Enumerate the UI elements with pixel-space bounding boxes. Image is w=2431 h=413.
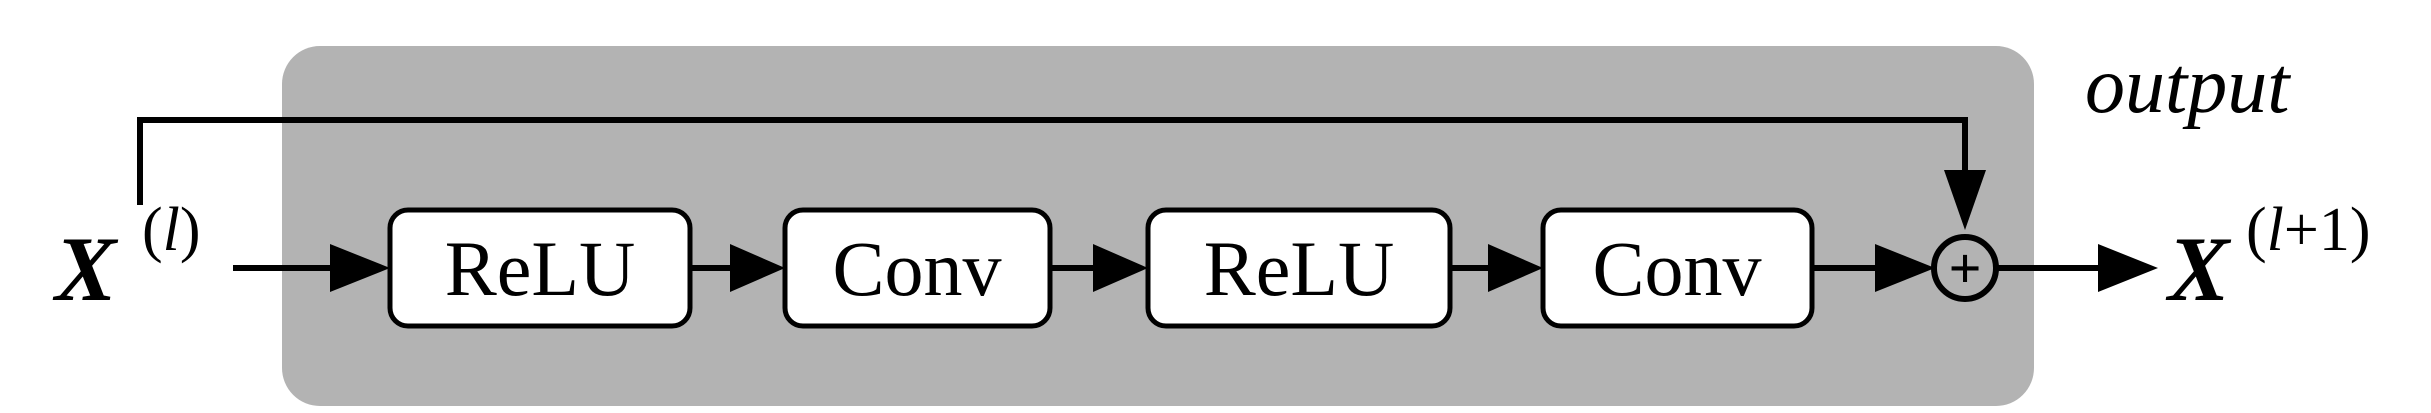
arrowhead-4 (1875, 244, 1935, 292)
input-superscript: (l) (142, 196, 201, 264)
arrowhead-3 (1488, 244, 1543, 292)
block-conv-1: Conv (782, 207, 1053, 329)
input-arrowhead (330, 244, 390, 292)
arrowhead-2 (1093, 244, 1148, 292)
arrowhead-1 (730, 244, 785, 292)
sum-node: + (1931, 234, 1999, 302)
sum-operator: + (1948, 236, 1981, 301)
output-superscript: (l+1) (2246, 196, 2371, 264)
output-base: X (2165, 218, 2232, 320)
block-label: ReLU (445, 225, 636, 312)
block-conv-2: Conv (1540, 207, 1815, 329)
output-symbol: X (l+1) (2165, 196, 2371, 320)
block-label: Conv (1592, 225, 1761, 312)
skip-connection-line (137, 117, 1968, 205)
input-base: X (52, 218, 119, 320)
input-symbol: X (l) (52, 196, 201, 320)
skip-connection-arrowhead (1944, 170, 1986, 230)
output-caption: output (2085, 42, 2291, 130)
block-label: ReLU (1204, 225, 1395, 312)
block-label: Conv (832, 225, 1001, 312)
output-arrowhead (2098, 244, 2158, 292)
block-relu-1: ReLU (387, 207, 693, 329)
block-relu-2: ReLU (1145, 207, 1453, 329)
